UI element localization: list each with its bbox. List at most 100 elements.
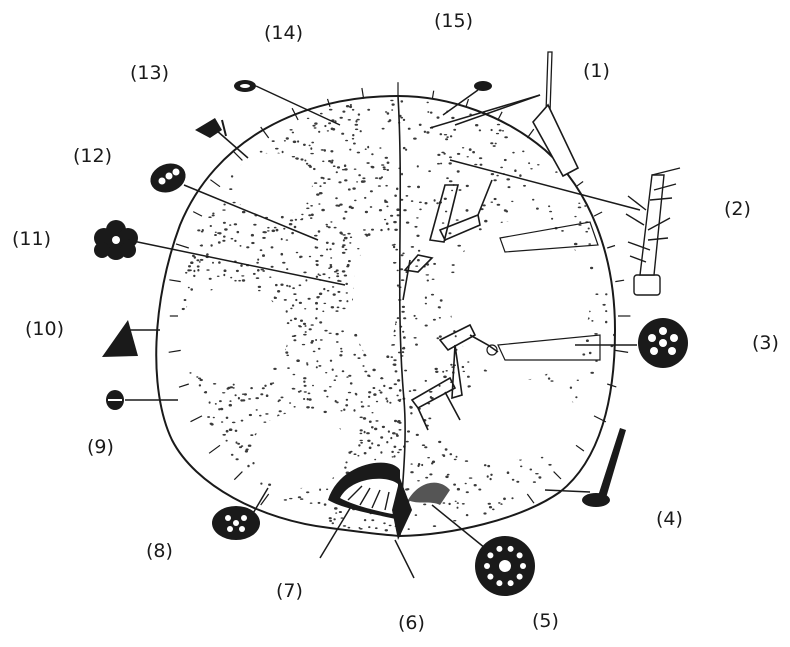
stipple-dot [318, 348, 321, 350]
stipple-dot [437, 154, 440, 156]
stipple-dot [275, 148, 279, 150]
stipple-dot [347, 264, 350, 267]
stipple-dot [382, 128, 385, 130]
stipple-dot [311, 214, 314, 217]
stipple-dot [345, 461, 347, 463]
stipple-dot [435, 371, 438, 373]
stipple-dot [303, 334, 307, 336]
stipple-dot [393, 221, 397, 223]
stipple-dot [334, 227, 337, 229]
label-13: (13) [130, 62, 169, 84]
stipple-dot [311, 407, 314, 409]
stipple-dot [307, 118, 310, 119]
stipple-dot [444, 134, 447, 135]
stipple-dot [401, 100, 404, 102]
stipple-dot [368, 375, 370, 377]
stipple-dot [487, 465, 490, 467]
stipple-dot [360, 417, 363, 419]
stipple-dot [215, 403, 217, 405]
stipple-dot [221, 421, 223, 423]
stipple-dot [308, 214, 311, 216]
stipple-dot [332, 286, 334, 288]
stipple-dot [361, 180, 365, 183]
stipple-dot [369, 447, 372, 450]
stipple-dot [392, 103, 395, 105]
stipple-dot [438, 441, 441, 443]
stipple-dot [294, 335, 297, 337]
stipple-dot [209, 401, 211, 403]
stipple-dot [549, 211, 552, 213]
stipple-dot [272, 382, 274, 384]
stipple-dot [379, 147, 381, 149]
stipple-dot [194, 256, 196, 259]
stipple-dot [301, 214, 303, 215]
stipple-dot [493, 179, 496, 181]
stipple-dot [463, 371, 466, 372]
stipple-dot [310, 147, 312, 150]
stipple-dot [222, 392, 225, 393]
stipple-dot [320, 339, 323, 340]
stipple-dot [462, 366, 465, 368]
stipple-dot [329, 520, 332, 522]
stipple-dot [319, 321, 322, 323]
stipple-dot [193, 275, 195, 277]
stipple-dot [416, 235, 419, 237]
stipple-dot [492, 509, 495, 511]
stipple-dot [325, 372, 327, 373]
stipple-dot [406, 222, 409, 224]
marginal-seta [466, 99, 469, 107]
stipple-dot [329, 248, 331, 250]
stipple-dot [418, 250, 420, 252]
stipple-dot [386, 355, 389, 358]
label-9: (9) [87, 436, 114, 458]
stipple-dot [443, 376, 447, 379]
stipple-dot [403, 209, 406, 211]
stipple-dot [308, 165, 312, 167]
stipple-dot [289, 498, 292, 499]
marginal-seta [209, 445, 220, 453]
stipple-dot [398, 422, 401, 424]
stipple-dot [286, 268, 288, 270]
stipple-dot [504, 159, 507, 161]
stipple-dot [258, 286, 261, 288]
stipple-dot [426, 274, 430, 275]
stipple-dot [264, 231, 267, 233]
stipple-dot [256, 277, 260, 279]
stipple-dot [319, 275, 322, 276]
stipple-dot [380, 229, 382, 231]
stipple-dot [385, 157, 388, 159]
stipple-dot [306, 208, 309, 210]
stipple-dot [380, 436, 383, 438]
stipple-dot [292, 304, 294, 306]
stipple-dot [528, 162, 530, 164]
stipple-dot [238, 397, 240, 400]
stipple-dot [260, 393, 263, 395]
stipple-dot [306, 491, 309, 493]
stipple-dot [316, 276, 318, 278]
stipple-dot [422, 444, 425, 446]
stipple-dot [401, 254, 404, 256]
stipple-dot [264, 385, 266, 387]
stipple-dot [479, 129, 481, 131]
stipple-dot [394, 229, 398, 231]
stipple-dot [188, 287, 190, 289]
stipple-dot [523, 185, 526, 187]
stipple-dot [342, 370, 345, 372]
stipple-dot [402, 351, 404, 353]
stipple-dot [271, 266, 274, 268]
stipple-dot [345, 283, 348, 285]
stipple-dot [467, 376, 470, 378]
stipple-dot [498, 502, 501, 504]
stipple-dot [324, 330, 327, 332]
stipple-dot [342, 252, 346, 254]
clear-region [252, 412, 348, 488]
stipple-dot [427, 457, 430, 458]
stipple-dot [255, 397, 259, 399]
stipple-dot [570, 387, 572, 389]
stipple-dot [392, 244, 395, 246]
stipple-dot [314, 182, 317, 184]
stipple-dot [240, 245, 242, 247]
stipple-dot [358, 174, 361, 176]
stipple-dot [406, 441, 409, 443]
